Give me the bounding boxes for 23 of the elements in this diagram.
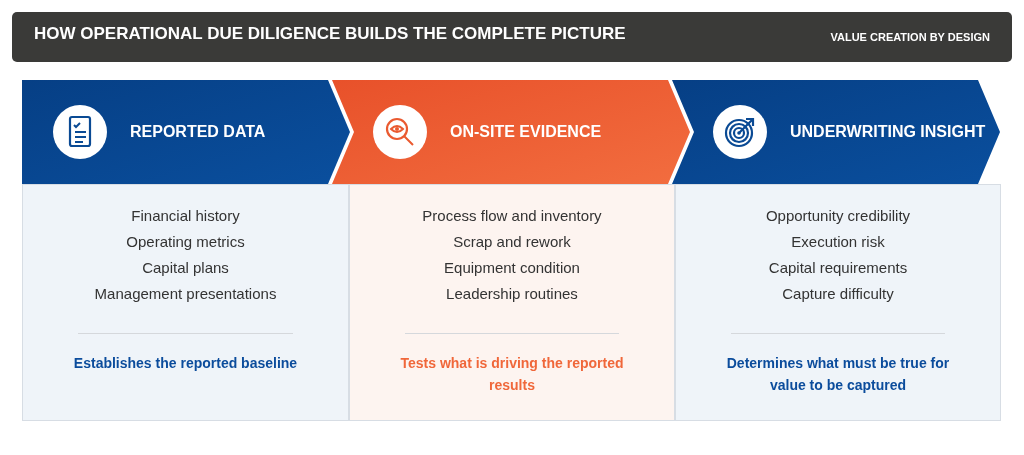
summary-text: Establishes the reported baseline [72,354,299,373]
chevron-banner [672,80,1000,184]
diagram-title: HOW OPERATIONAL DUE DILIGENCE BUILDS THE COMPLETE PICTURE [34,24,626,44]
list-item: Operating metrics [126,232,245,252]
list-item: Execution risk [791,232,885,252]
list-item: Capital plans [142,258,229,278]
tagline: VALUE CREATION BY DESIGN [830,31,990,43]
banner-heading: REPORTED DATA [130,123,266,141]
list-item: Leadership routines [446,284,578,304]
chevron-banner [332,80,690,184]
list-item: Equipment condition [444,258,580,278]
banner-heading: ON-SITE EVIDENCE [450,123,602,141]
list-item: Process flow and inventory [422,206,602,226]
list-item: Financial history [131,206,240,226]
chevron-banner [22,80,350,184]
list-item: Capital requirements [768,258,908,278]
list-item: Management presentations [94,284,277,304]
list-item: Capture difficulty [782,284,894,304]
list-item: Scrap and rework [453,232,571,252]
summary-text: Determines what must be true for value to be captured [725,354,951,395]
banner-heading: UNDERWRITING INSIGHT [790,123,986,141]
summary-text: Tests what is driving the reported results [399,354,625,395]
list-item: Opportunity credibility [765,206,911,226]
